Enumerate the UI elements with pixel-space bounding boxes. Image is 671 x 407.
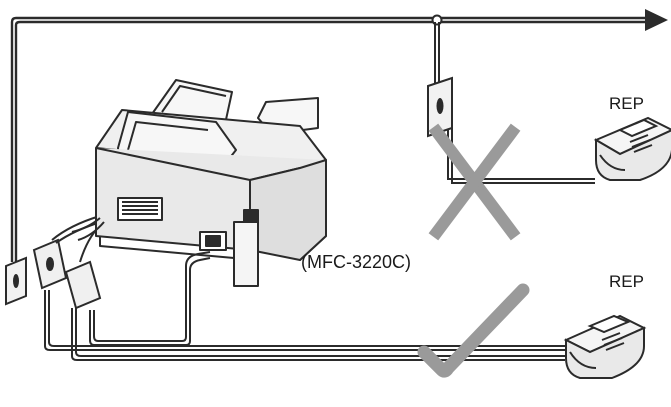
line-plug-adapter <box>32 238 102 310</box>
printer-device <box>95 79 327 287</box>
lower-wall-jack <box>5 256 27 306</box>
check-mark-icon <box>417 283 530 378</box>
junction-point <box>431 14 443 26</box>
cross-mark-icon <box>428 123 521 241</box>
answering-machine-top <box>593 116 671 181</box>
telephone-line <box>10 16 645 262</box>
model-label: (MFC-3220C) <box>301 252 412 272</box>
answering-machine-bottom <box>563 314 647 379</box>
answering-machine-top-label: REP <box>609 94 644 113</box>
line-arrow-icon <box>645 9 668 31</box>
answering-machine-bottom-label: REP <box>609 272 644 291</box>
power-cord <box>71 217 105 241</box>
lower-branch-line <box>44 290 565 361</box>
upper-wall-jack <box>427 76 453 138</box>
